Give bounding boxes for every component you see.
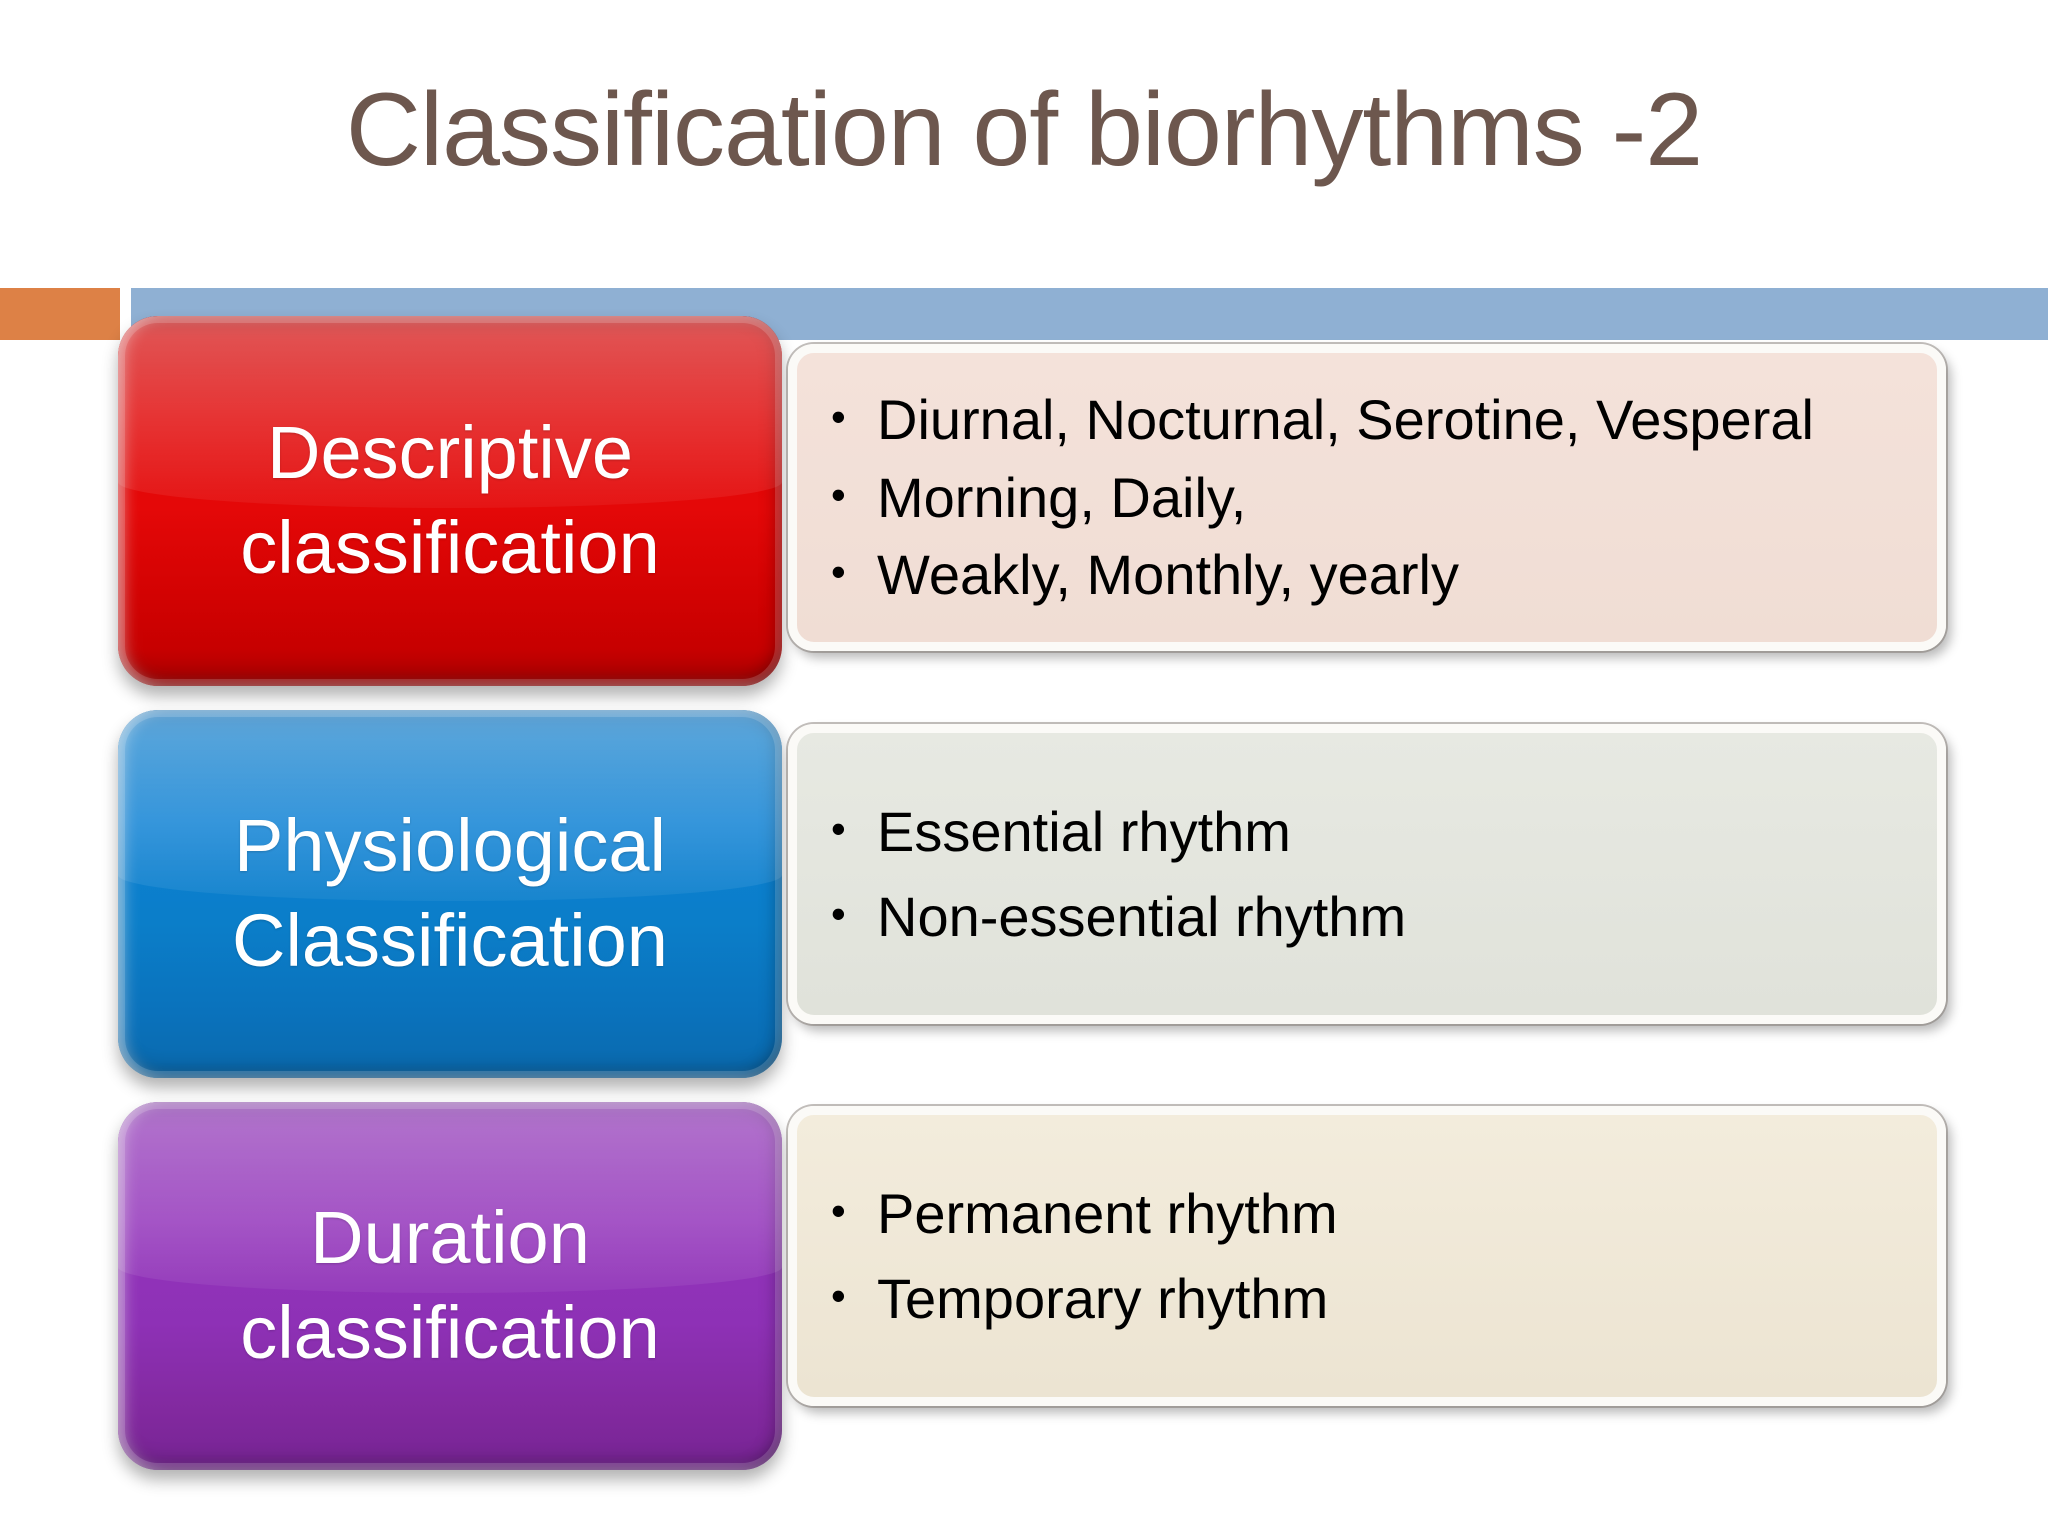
bullet-list: • Essential rhythm • Non-essential rhyth… — [797, 789, 1937, 960]
bullet-list: • Diurnal, Nocturnal, Serotine, Vesperal… — [797, 381, 1937, 613]
category-label-text: Physiological Classification — [232, 804, 668, 982]
decor-orange-block — [0, 288, 120, 340]
list-item-text: Weakly, Monthly, yearly — [877, 543, 1459, 607]
category-content-duration: • Permanent rhythm • Temporary rhythm — [788, 1106, 1946, 1406]
list-item: • Temporary rhythm — [831, 1256, 1937, 1341]
classification-row-descriptive: Descriptive classification • Diurnal, No… — [0, 316, 2048, 686]
category-content-physiological: • Essential rhythm • Non-essential rhyth… — [788, 724, 1946, 1024]
list-item-text: Temporary rhythm — [877, 1267, 1329, 1330]
list-item-text: Permanent rhythm — [877, 1181, 1338, 1245]
list-item: • Morning, Daily, — [831, 459, 1937, 536]
list-item-text: Non-essential rhythm — [877, 885, 1407, 948]
category-label-descriptive[interactable]: Descriptive classification — [118, 316, 782, 686]
list-item: • Permanent rhythm — [831, 1171, 1937, 1256]
bullet-icon: • — [831, 890, 846, 937]
category-label-duration[interactable]: Duration classification — [118, 1102, 782, 1470]
list-item: • Essential rhythm — [831, 789, 1937, 874]
category-label-physiological[interactable]: Physiological Classification — [118, 710, 782, 1078]
list-item-text: Diurnal, Nocturnal, Serotine, Vesperal — [877, 388, 1814, 452]
bullet-icon: • — [831, 1272, 846, 1319]
list-item-text: Essential rhythm — [877, 799, 1291, 863]
list-item: • Diurnal, Nocturnal, Serotine, Vesperal — [831, 381, 1937, 458]
classification-row-physiological: Physiological Classification • Essential… — [0, 710, 2048, 1078]
bullet-icon: • — [831, 548, 846, 596]
page-title: Classification of biorhythms -2 — [345, 72, 1703, 188]
category-label-text: Duration classification — [240, 1196, 660, 1374]
list-item: • Weakly, Monthly, yearly — [831, 536, 1937, 613]
bullet-icon: • — [831, 393, 846, 441]
bullet-icon: • — [831, 804, 846, 852]
bullet-icon: • — [831, 1186, 846, 1234]
list-item-text: Morning, Daily, — [877, 465, 1247, 529]
category-content-descriptive: • Diurnal, Nocturnal, Serotine, Vesperal… — [788, 344, 1946, 651]
bullet-list: • Permanent rhythm • Temporary rhythm — [797, 1171, 1937, 1342]
bullet-icon: • — [831, 470, 846, 518]
list-item: • Non-essential rhythm — [831, 874, 1937, 959]
classification-row-duration: Duration classification • Permanent rhyt… — [0, 1102, 2048, 1470]
category-label-text: Descriptive classification — [240, 411, 660, 589]
